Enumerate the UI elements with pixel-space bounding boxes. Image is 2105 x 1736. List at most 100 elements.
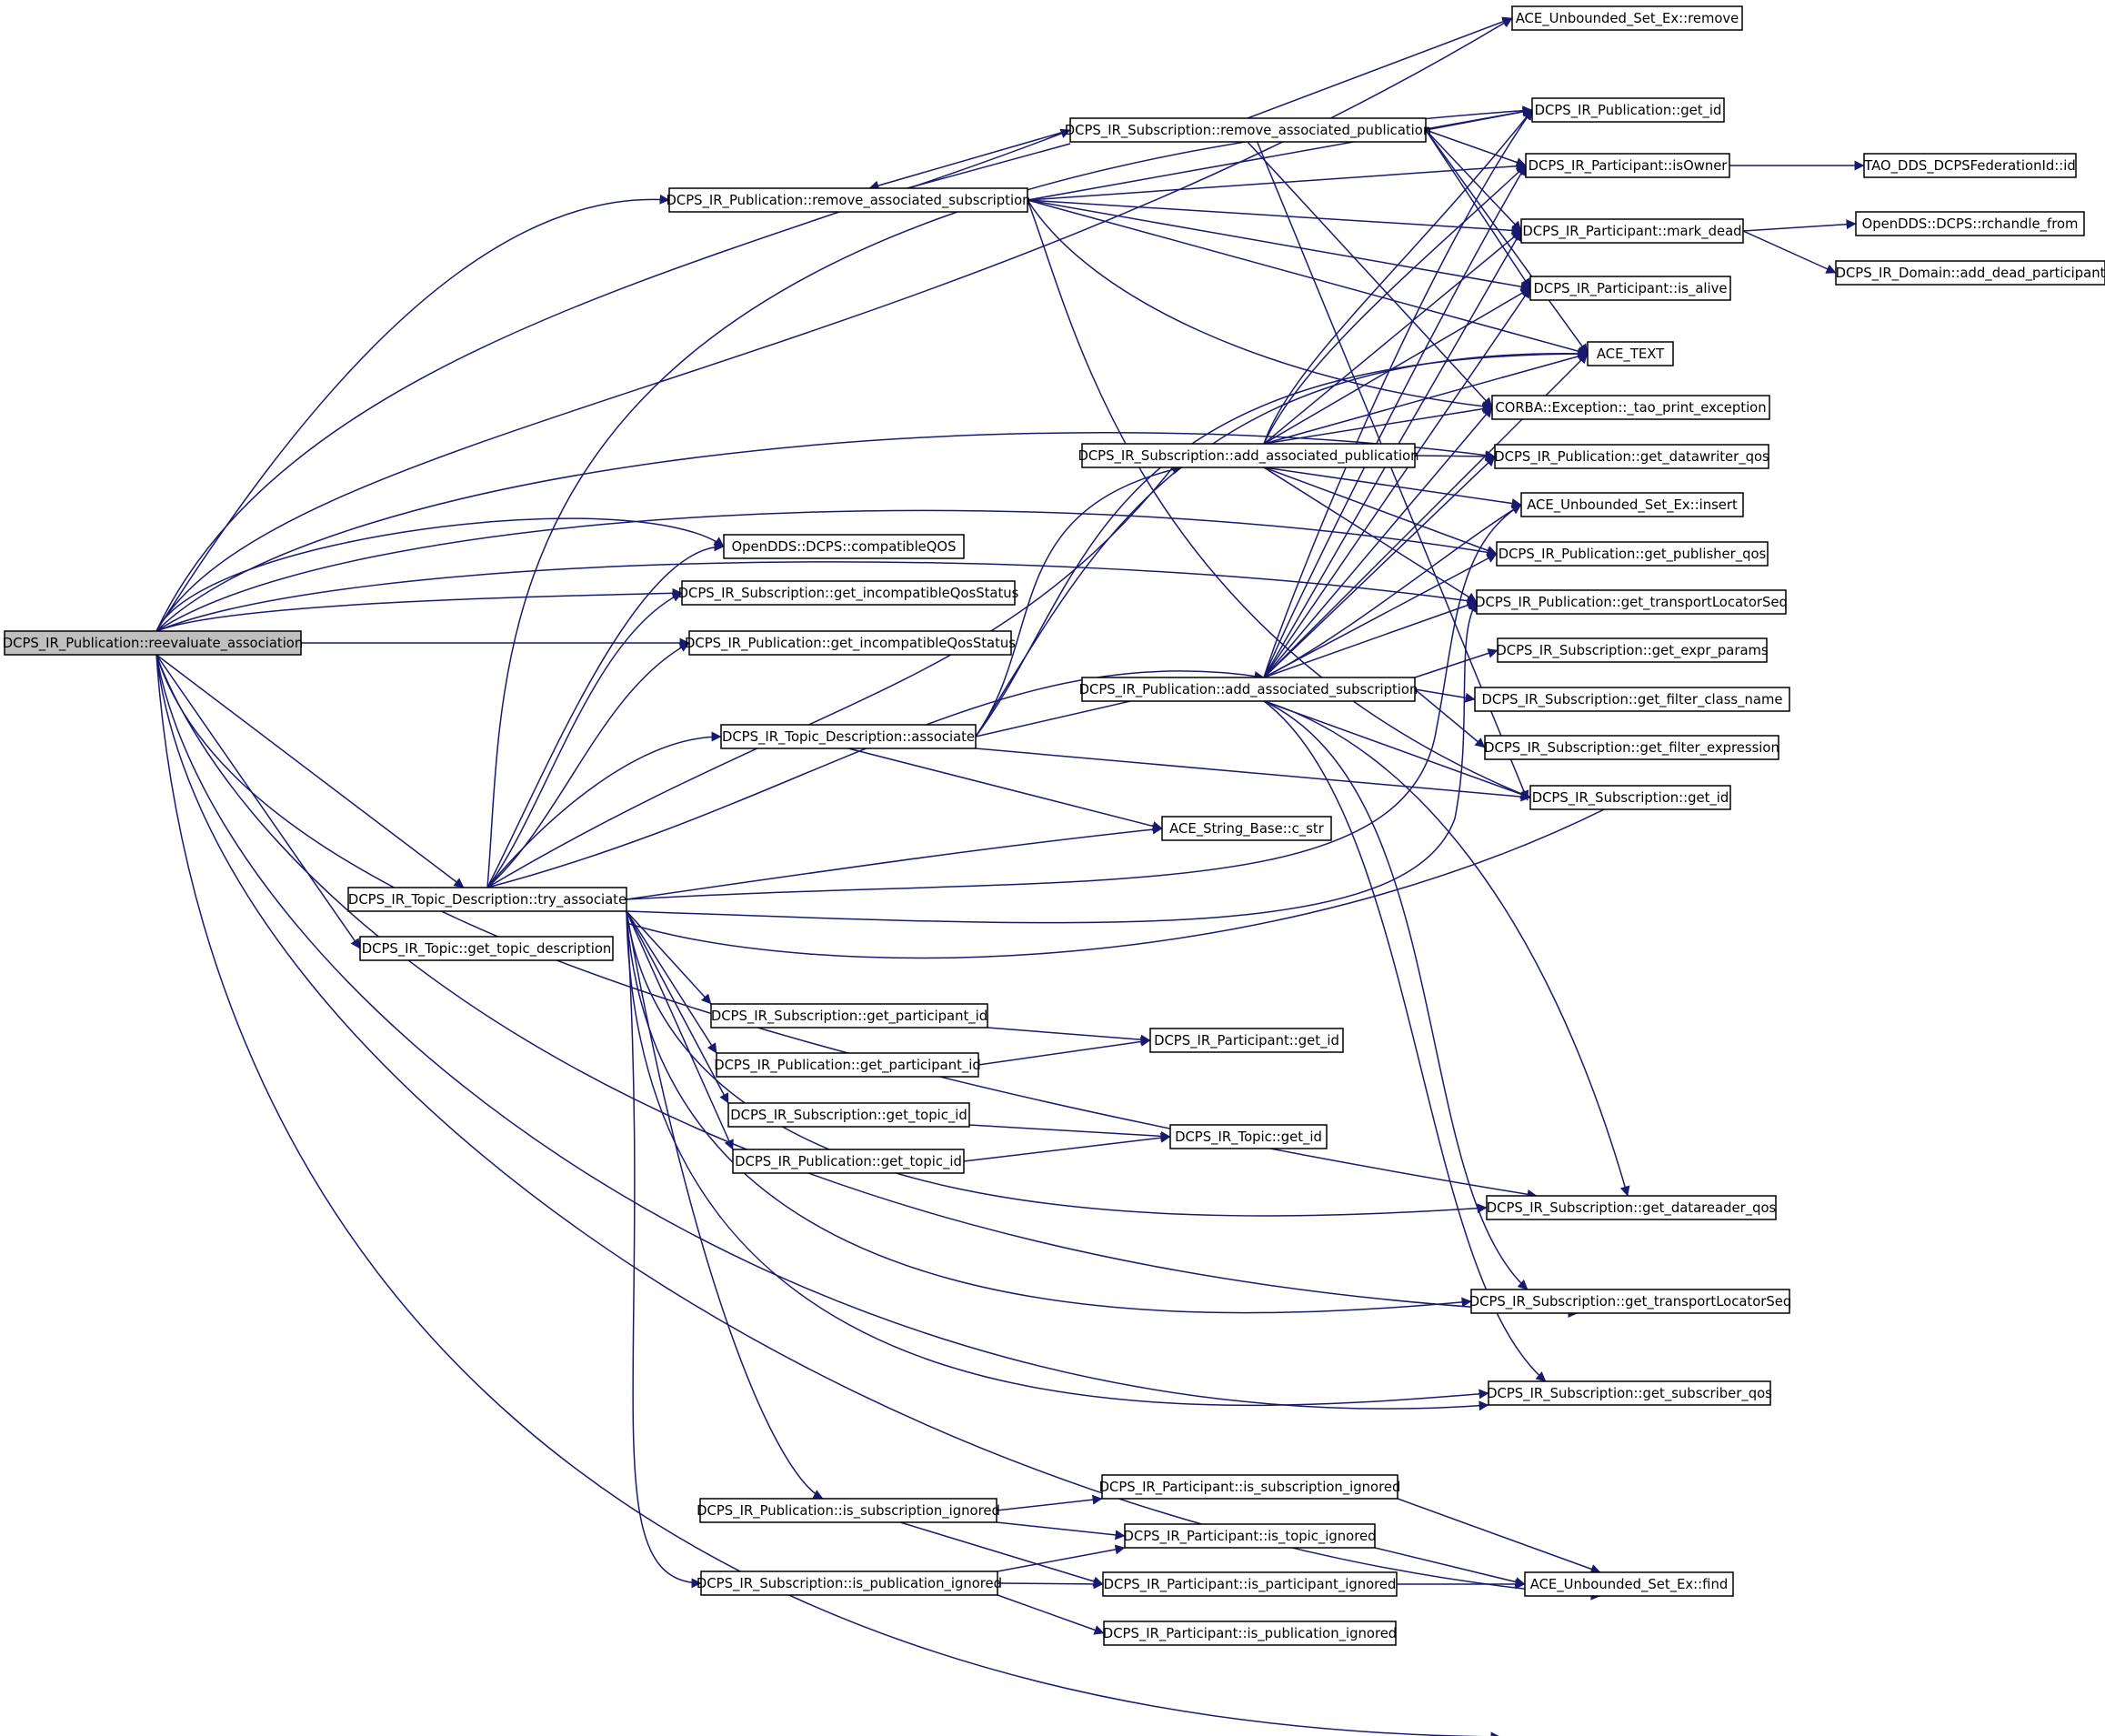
node-sub-expr-params[interactable]: DCPS_IR_Subscription::get_expr_params [1496, 637, 1769, 663]
node-sub-pub-ignored[interactable]: DCPS_IR_Subscription::is_publication_ign… [697, 1570, 1002, 1596]
call-edge [1425, 129, 1527, 167]
call-edge [1425, 129, 1589, 355]
call-edge [1263, 700, 1547, 1382]
node-sub-tls[interactable]: DCPS_IR_Subscription::get_transportLocat… [1469, 1289, 1792, 1314]
node-sub-topic-id[interactable]: DCPS_IR_Subscription::get_topic_id [727, 1102, 970, 1128]
node-box [681, 580, 1016, 606]
node-sub-filter-expr[interactable]: DCPS_IR_Subscription::get_filter_express… [1484, 735, 1779, 760]
node-box [1488, 1380, 1771, 1406]
node-box [1524, 1571, 1734, 1597]
call-edge [626, 910, 1488, 1217]
node-box [723, 534, 965, 559]
call-edge [1263, 287, 1531, 678]
node-pub-publisher-qos[interactable]: DCPS_IR_Publication::get_publisher_qos [1496, 541, 1769, 567]
node-part-topic-ignored[interactable]: DCPS_IR_Participant::is_topic_ignored [1124, 1523, 1377, 1549]
node-topic-get-desc[interactable]: DCPS_IR_Topic::get_topic_description [359, 936, 614, 961]
node-box [1081, 443, 1416, 468]
node-pub-add-assoc-sub[interactable]: DCPS_IR_Publication::add_associated_subs… [1079, 677, 1418, 702]
node-reeval[interactable]: DCPS_IR_Publication::reevaluate_associat… [3, 630, 304, 656]
node-corba-ex[interactable]: CORBA::Exception::_tao_print_exception [1491, 395, 1770, 420]
node-box [1863, 153, 2077, 178]
node-compat-qos[interactable]: OpenDDS::DCPS::compatibleQOS [723, 534, 965, 559]
node-label: DCPS_IR_Subscription::remove_associated_… [1065, 123, 1431, 138]
node-label: DCPS_IR_Subscription::add_associated_pub… [1078, 448, 1418, 464]
node-pub-part-id[interactable]: DCPS_IR_Publication::get_participant_id [714, 1052, 981, 1078]
node-box [1520, 492, 1744, 517]
node-topicdesc-associate[interactable]: DCPS_IR_Topic_Description::associate [720, 724, 977, 749]
node-part-is-alive[interactable]: DCPS_IR_Participant::is_alive [1529, 276, 1731, 301]
call-edge [155, 517, 725, 632]
node-box [1529, 785, 1731, 810]
node-box [4, 630, 302, 656]
node-label: DCPS_IR_Publication::get_transportLocato… [1475, 595, 1788, 610]
call-edge [626, 910, 824, 1500]
node-label: DCPS_IR_Publication::get_incompatibleQos… [685, 636, 1016, 651]
node-pub-sub-ignored[interactable]: DCPS_IR_Publication::is_subscription_ign… [697, 1498, 1000, 1523]
node-sub-rem-assoc-pub[interactable]: DCPS_IR_Subscription::remove_associated_… [1065, 117, 1431, 143]
node-part-mark-dead[interactable]: DCPS_IR_Participant::mark_dead [1520, 218, 1744, 244]
node-label: OpenDDS::DCPS::rchandle_from [1862, 216, 2079, 232]
node-box [1069, 117, 1427, 143]
call-edge [155, 654, 465, 888]
node-part-part-ignored[interactable]: DCPS_IR_Participant::is_participant_igno… [1102, 1571, 1398, 1597]
node-label: DCPS_IR_Domain::add_dead_participant [1836, 266, 2105, 281]
node-box [1103, 1621, 1397, 1646]
node-label: DCPS_IR_Publication::get_topic_id [735, 1154, 962, 1169]
node-box [727, 1102, 970, 1128]
node-ace-set-find[interactable]: ACE_Unbounded_Set_Ex::find [1524, 1571, 1734, 1597]
node-pub-tls[interactable]: DCPS_IR_Publication::get_transportLocato… [1475, 589, 1788, 615]
node-ace-text[interactable]: ACE_TEXT [1587, 341, 1674, 366]
node-ace-set-insert[interactable]: ACE_Unbounded_Set_Ex::insert [1520, 492, 1744, 517]
call-edge [977, 1037, 1151, 1066]
node-add-dead[interactable]: DCPS_IR_Domain::add_dead_participant [1835, 260, 2105, 286]
node-box [1484, 735, 1779, 760]
node-sub-dr-qos[interactable]: DCPS_IR_Subscription::get_datareader_qos [1486, 1195, 1777, 1220]
call-edge [1263, 109, 1533, 678]
node-pub-topic-id[interactable]: DCPS_IR_Publication::get_topic_id [732, 1149, 965, 1174]
node-sub-filter-class[interactable]: DCPS_IR_Subscription::get_filter_class_n… [1474, 687, 1790, 712]
node-rchandle-from[interactable]: OpenDDS::DCPS::rchandle_from [1855, 211, 2085, 236]
node-fed-id[interactable]: TAO_DDS_DCPSFederationId::id [1863, 153, 2077, 178]
node-label: DCPS_IR_Publication::remove_associated_s… [666, 193, 1030, 208]
call-edge [975, 748, 1531, 802]
node-label: DCPS_IR_Participant::is_alive [1533, 281, 1727, 296]
node-rem-assoc-sub[interactable]: DCPS_IR_Publication::remove_associated_s… [666, 187, 1031, 213]
node-box [710, 1003, 988, 1029]
node-try-associate[interactable]: DCPS_IR_Topic_Description::try_associate [347, 887, 627, 912]
call-edge [1263, 404, 1493, 445]
node-box [1161, 816, 1332, 841]
node-label: DCPS_IR_Participant::is_subscription_ign… [1099, 1480, 1401, 1495]
call-edge [997, 1594, 1105, 1635]
node-label: DCPS_IR_Publication::get_participant_id [714, 1058, 981, 1073]
node-part-sub-ignored[interactable]: DCPS_IR_Participant::is_subscription_ign… [1099, 1474, 1401, 1500]
call-edge [155, 194, 670, 632]
node-box [1124, 1523, 1376, 1549]
node-pub-incompat[interactable]: DCPS_IR_Publication::get_incompatibleQos… [685, 630, 1016, 656]
node-part-isowner[interactable]: DCPS_IR_Participant::isOwner [1525, 153, 1730, 178]
node-label: DCPS_IR_Subscription::get_datareader_qos [1487, 1200, 1776, 1216]
node-sub-incompat[interactable]: DCPS_IR_Subscription::get_incompatibleQo… [678, 580, 1019, 606]
call-edge [847, 748, 1163, 831]
node-label: DCPS_IR_Topic::get_topic_description [362, 941, 612, 957]
node-box [1474, 687, 1790, 712]
node-part-get-id[interactable]: DCPS_IR_Participant::get_id [1149, 1028, 1344, 1053]
call-edge [155, 432, 1496, 632]
call-edge [1263, 467, 1522, 508]
call-edge [155, 654, 1489, 1411]
node-topic-get-id[interactable]: DCPS_IR_Topic::get_id [1169, 1124, 1328, 1149]
node-label: ACE_TEXT [1597, 346, 1665, 362]
node-c-str[interactable]: ACE_String_Base::c_str [1161, 816, 1332, 841]
call-edge [155, 654, 361, 949]
node-sub-add-assoc-pub[interactable]: DCPS_IR_Subscription::add_associated_pub… [1078, 443, 1419, 468]
node-sub-part-id[interactable]: DCPS_IR_Subscription::get_participant_id [710, 1003, 988, 1029]
node-box [1531, 97, 1725, 123]
node-pub-get-id[interactable]: DCPS_IR_Publication::get_id [1531, 97, 1725, 123]
call-edge [1027, 161, 1527, 201]
node-part-pub-ignored[interactable]: DCPS_IR_Participant::is_publication_igno… [1103, 1621, 1397, 1646]
node-box [1101, 1474, 1398, 1500]
call-edge [975, 348, 1589, 738]
node-sub-subscriber-qos[interactable]: DCPS_IR_Subscription::get_subscriber_qos [1487, 1380, 1772, 1406]
node-sub-get-id[interactable]: DCPS_IR_Subscription::get_id [1529, 785, 1731, 810]
node-ace-set-remove[interactable]: ACE_Unbounded_Set_Ex::remove [1511, 5, 1743, 31]
node-pub-dw-qos[interactable]: DCPS_IR_Publication::get_datawriter_qos [1494, 444, 1769, 469]
